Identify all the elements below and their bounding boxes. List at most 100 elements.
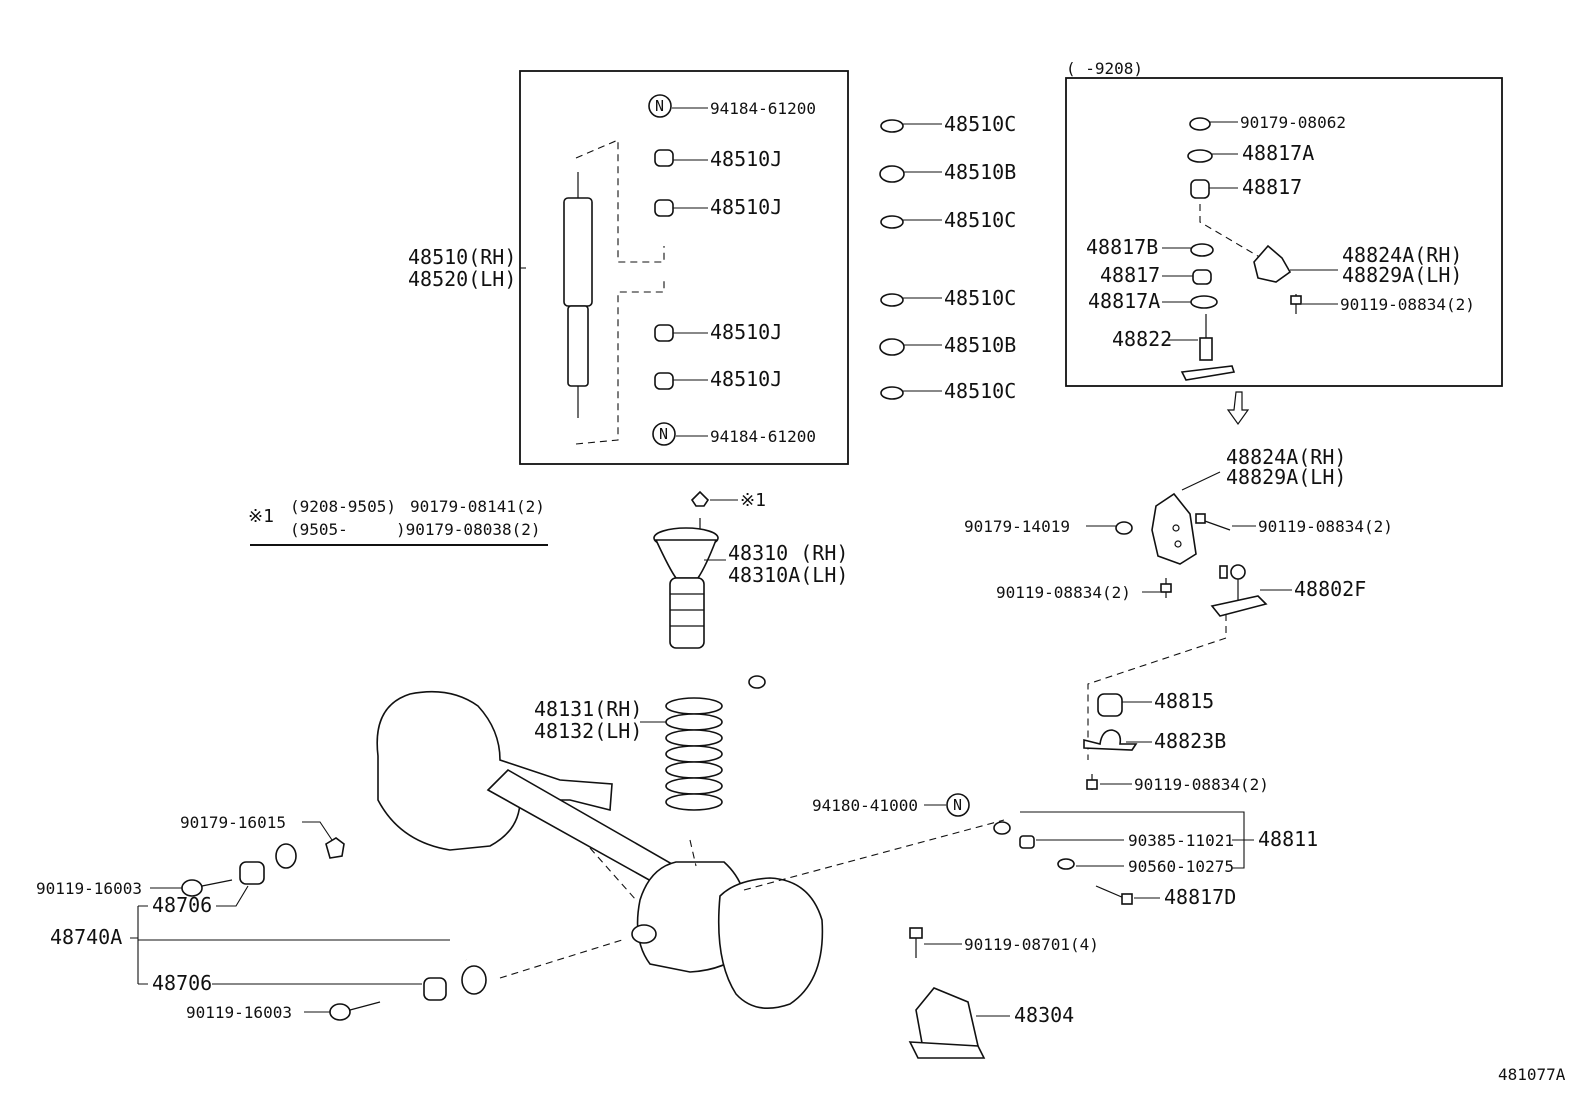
shock-absorber[interactable]: [563, 172, 593, 418]
label-mark1-nut: ※1: [740, 490, 766, 511]
label-90119-08834-c: 90119-08834(2): [1134, 775, 1269, 794]
label-48510C-2: 48510C: [944, 208, 1016, 232]
bushing-48510J-2[interactable]: [654, 199, 708, 217]
note-line2-part: )90179-08038(2): [396, 520, 541, 539]
label-48817-mid: 48817: [1100, 263, 1160, 287]
label-94184-61200-top: 94184-61200: [710, 99, 816, 118]
rear-axle-housing: [376, 690, 824, 1010]
diagram-id: 481077A: [1498, 1065, 1566, 1084]
bushing-48510J-1[interactable]: [654, 149, 708, 167]
nut-90179-08062[interactable]: [1189, 117, 1238, 131]
nut-94180-41000[interactable]: N: [924, 793, 970, 817]
label-48817A-top: 48817A: [1242, 141, 1314, 165]
part-90560-10275[interactable]: [1057, 858, 1124, 870]
washer-48817A-low[interactable]: [1162, 295, 1218, 309]
bump-stopper-48310[interactable]: [653, 518, 726, 649]
label-48510C-1: 48510C: [944, 112, 1016, 136]
side-bushing-column: 48510C 48510B 48510C 48510C 48510B 48510…: [879, 112, 1016, 403]
nut-94184-61200-top[interactable]: N: [648, 94, 708, 118]
label-48510B-1: 48510B: [944, 160, 1016, 184]
bracket-box-group: ( -9208) 90179-08062 48817A 48817 48817B: [1065, 59, 1503, 426]
note-line2-range: (9505-: [290, 520, 348, 539]
label-90119-08834-a: 90119-08834(2): [1258, 517, 1393, 536]
label-90119-16003-bottom: 90119-16003: [186, 1003, 292, 1022]
label-48510C-3: 48510C: [944, 286, 1016, 310]
washer-48510C-4[interactable]: [880, 386, 942, 400]
bolt-90119-08701[interactable]: [909, 927, 962, 958]
label-48829A-lh: 48829A(LH): [1226, 465, 1346, 489]
label-48706-bottom: 48706: [152, 971, 212, 995]
link-48802F[interactable]: [1210, 564, 1292, 617]
label-90179-08062: 90179-08062: [1240, 113, 1346, 132]
note-line1-part: 90179-08141(2): [410, 497, 545, 516]
label-48310-rh: 48310 (RH): [728, 541, 848, 565]
nut-90179-16015[interactable]: [302, 821, 345, 859]
label-48823B: 48823B: [1154, 729, 1226, 753]
label-48304: 48304: [1014, 1003, 1074, 1027]
label-date-range: ( -9208): [1066, 59, 1143, 78]
label-90119-08701: 90119-08701(4): [964, 935, 1099, 954]
label-90119-16003-top: 90119-16003: [36, 879, 142, 898]
stopper-48304[interactable]: [908, 987, 1010, 1059]
label-48824A-rh: 48824A(RH): [1226, 445, 1346, 469]
part-90385-11021[interactable]: [1019, 835, 1124, 849]
n-symbol: N: [659, 425, 668, 443]
nut-94184-61200-bottom[interactable]: N: [652, 422, 708, 446]
washer-48510C-2[interactable]: [880, 215, 942, 229]
washer-48817A-top[interactable]: [1187, 149, 1238, 163]
washer-48510C-3[interactable]: [880, 293, 942, 307]
stud-48822[interactable]: [1166, 314, 1236, 381]
washer-48817B[interactable]: [1162, 243, 1214, 257]
label-48706-top: 48706: [152, 893, 212, 917]
label-48802F: 48802F: [1294, 577, 1366, 601]
label-48822: 48822: [1112, 327, 1172, 351]
bushing-48815[interactable]: [1097, 693, 1152, 717]
upper-nut-mark1[interactable]: [690, 490, 738, 507]
label-48132-lh: 48132(LH): [534, 719, 642, 743]
bolt-90179-14019[interactable]: [1086, 521, 1133, 535]
label-48740A: 48740A: [50, 925, 122, 949]
cushion-48817-mid[interactable]: [1162, 269, 1212, 285]
note-mark: ※1: [248, 506, 274, 527]
label-94180-41000: 94180-41000: [812, 796, 918, 815]
washer-48510C-1[interactable]: [880, 119, 942, 133]
label-90179-16015: 90179-16015: [180, 813, 286, 832]
bracket-48824A[interactable]: [1151, 471, 1221, 565]
label-48131-rh: 48131(RH): [534, 697, 642, 721]
bushing-48706-top[interactable]: [216, 861, 265, 907]
bracket-48824A-in-box[interactable]: [1253, 244, 1338, 283]
bushing-48510J-3[interactable]: [654, 324, 708, 342]
bolt-90119-08834-b[interactable]: [1142, 578, 1172, 598]
bolt-90119-08834-c[interactable]: [1086, 774, 1132, 790]
bushing-48510B-2[interactable]: [879, 338, 942, 356]
bolt-90119-08834-box[interactable]: [1290, 294, 1338, 314]
cushion-48817-top[interactable]: [1190, 179, 1238, 199]
bolt-90119-16003-top[interactable]: [150, 879, 233, 897]
bushing-48510J-4[interactable]: [654, 372, 708, 390]
lateral-rod-48740A[interactable]: [275, 843, 487, 995]
bolt-90119-08834-a[interactable]: [1195, 513, 1256, 531]
n-symbol: N: [953, 796, 962, 814]
label-48510J-1: 48510J: [710, 147, 782, 171]
bolt-90119-16003-bottom[interactable]: [304, 1001, 381, 1021]
label-48824A-rh-box: 48824A(RH): [1342, 243, 1462, 267]
label-48510B-2: 48510B: [944, 333, 1016, 357]
label-90119-08834-box: 90119-08834(2): [1340, 295, 1475, 314]
stabilizer-bar[interactable]: [748, 657, 1038, 835]
bracket-box: [1065, 77, 1503, 387]
coil-spring-48131[interactable]: [640, 697, 723, 811]
label-90119-08834-b: 90119-08834(2): [996, 583, 1131, 602]
arrow-down-icon: [1226, 391, 1250, 426]
label-90179-14019: 90179-14019: [964, 517, 1070, 536]
label-48829A-lh-box: 48829A(LH): [1342, 263, 1462, 287]
bracket-48823B[interactable]: [1083, 729, 1152, 751]
note-line1-range: (9208-9505): [290, 497, 396, 516]
label-94184-61200-bottom: 94184-61200: [710, 427, 816, 446]
bolt-48817D[interactable]: [1095, 885, 1160, 905]
note-mark-1: ※1 (9208-9505) 90179-08141(2) (9505- )90…: [248, 497, 548, 546]
bushing-48706-bottom[interactable]: [212, 977, 447, 1001]
n-symbol: N: [655, 97, 664, 115]
label-48815: 48815: [1154, 689, 1214, 713]
bushing-48510B-1[interactable]: [879, 165, 942, 183]
shock-absorber-group: N 94184-61200 48510J 48510J 48510J 48510…: [408, 70, 849, 465]
